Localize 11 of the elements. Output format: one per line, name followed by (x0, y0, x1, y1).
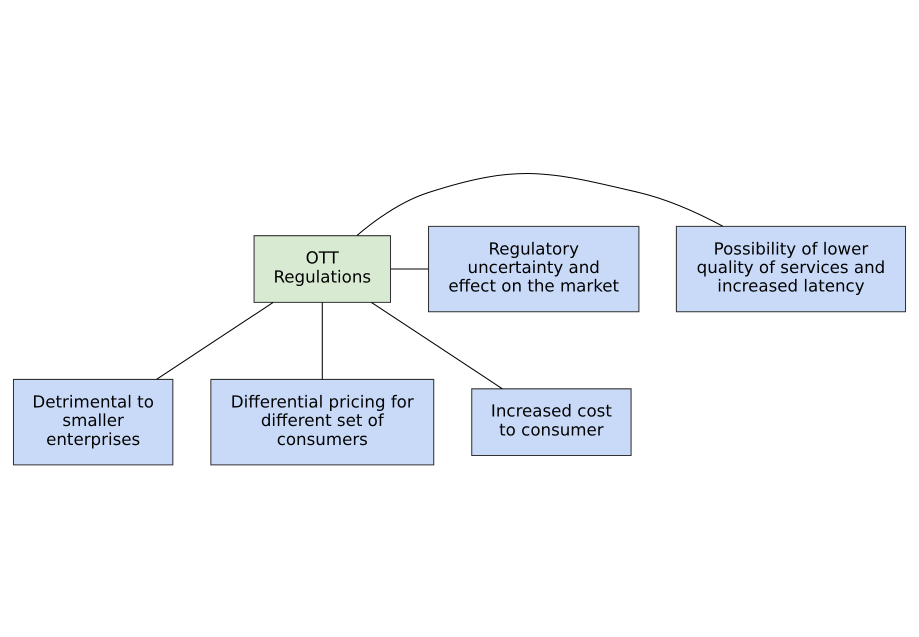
node-box: OTT Regulations (254, 234, 392, 302)
connector (390, 268, 428, 270)
connector (156, 302, 274, 380)
node-box: Regulatory uncertainty and effect on the market (428, 225, 640, 312)
node-box: Detrimental to smaller enterprises (12, 378, 174, 465)
connector (356, 172, 724, 236)
node-box: Possibility of lower quality of services and increased latency (676, 225, 906, 312)
connector (371, 302, 503, 389)
node-box: Differential pricing for different set of consumers (210, 378, 434, 465)
connector (322, 302, 323, 379)
node-box: Increased cost to consumer (471, 388, 632, 456)
